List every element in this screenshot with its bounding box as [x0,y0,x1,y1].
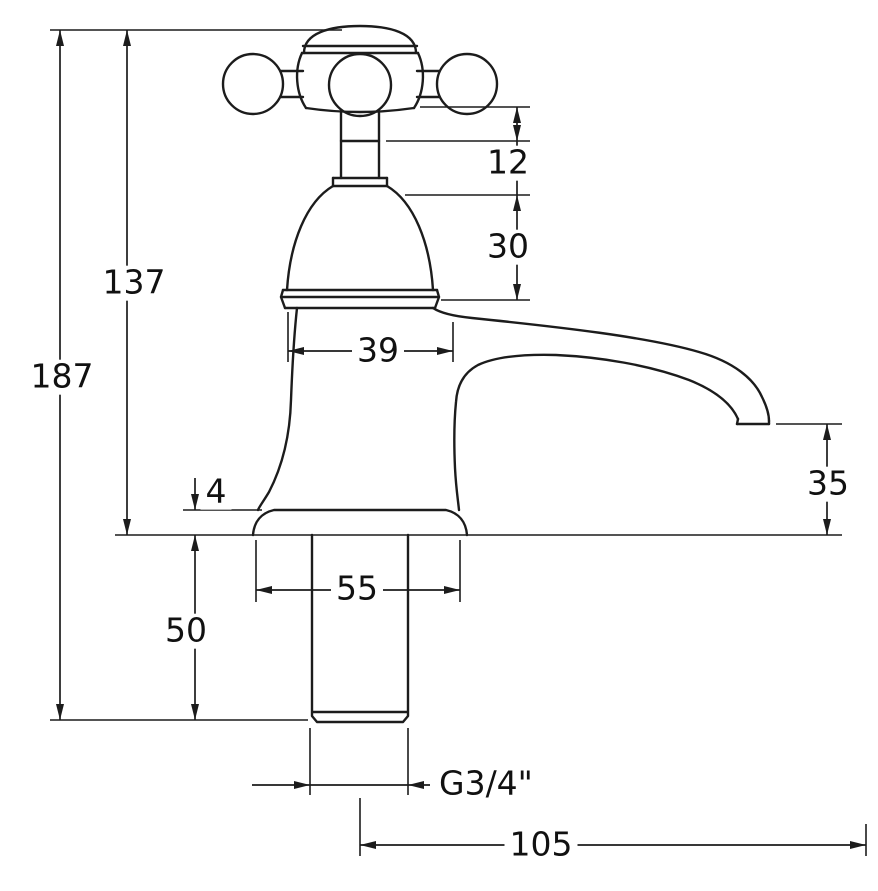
handle-right-ball [435,52,499,116]
dim-overall-height: 187 [25,359,99,395]
base-flange [251,508,469,537]
tap-shroud [279,176,441,310]
handle-cap [302,24,418,55]
dim-shroud-height: 30 [482,229,534,265]
handle-front-boss [327,52,393,118]
dim-base-flange-thickness: 4 [200,474,232,510]
dimension-lines [56,30,866,849]
extension-lines [50,29,867,856]
threaded-tail [310,533,410,724]
tap-handle [221,24,499,180]
dim-base-width: 55 [331,571,383,607]
dim-height-to-shroud-top: 137 [97,265,171,301]
dim-spout-reach: 105 [504,827,578,863]
dim-thread-size: G3/4" [437,763,535,803]
handle-left-ball [221,52,285,116]
dim-tail-length: 50 [160,613,212,649]
tap-base [251,508,469,537]
spout [431,306,771,423]
shroud-bell [285,184,335,292]
dim-spout-outlet-height: 35 [802,466,854,502]
tap-tail [310,533,410,724]
dim-shroud-width: 39 [352,333,404,369]
tap-body-spout [256,306,771,512]
dim-spindle-exposed: 12 [482,145,534,181]
